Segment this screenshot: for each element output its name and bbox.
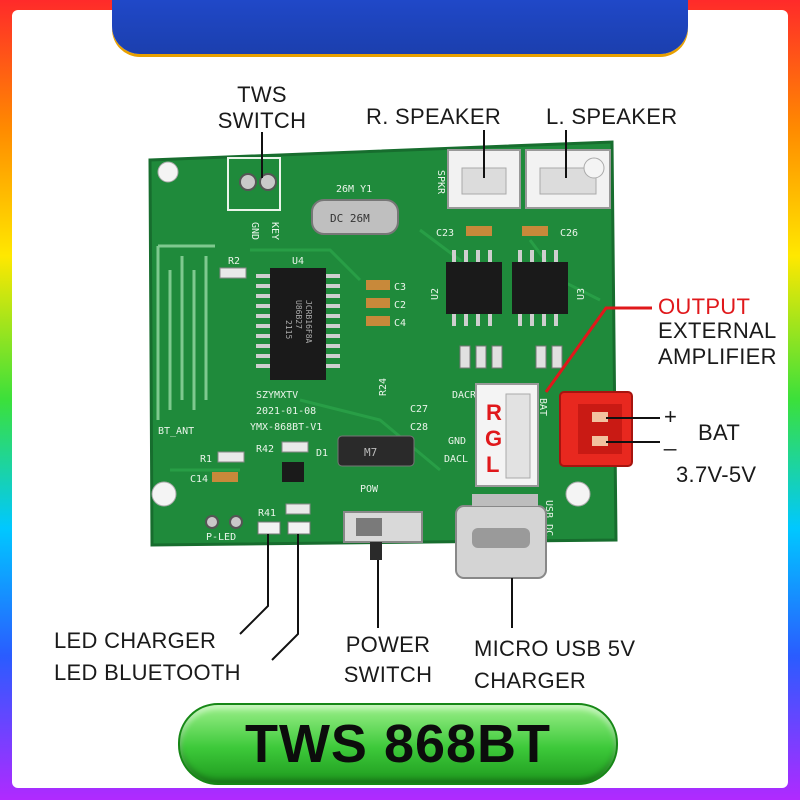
diode bbox=[337, 435, 415, 467]
silk-usb-dc: USB_DC bbox=[543, 500, 554, 536]
label-micro-usb: MICRO USB 5V CHARGER bbox=[474, 636, 635, 694]
silk-key: KEY bbox=[269, 222, 280, 240]
silk-c14: C14 bbox=[190, 474, 208, 485]
silk-c2: C2 bbox=[394, 300, 406, 311]
ic-text-2: U86B27 bbox=[294, 300, 303, 329]
ic-text-1: JCRB16F8A bbox=[304, 300, 313, 344]
led-charger-part bbox=[257, 521, 281, 535]
label-l-speaker: L. SPEAKER bbox=[546, 104, 678, 129]
label-power-line1: POWER bbox=[345, 632, 431, 657]
silk-d1: D1 bbox=[316, 448, 328, 459]
silk-r24: R24 bbox=[378, 378, 389, 396]
silk-r42: R42 bbox=[256, 444, 274, 455]
silk-r41: R41 bbox=[258, 508, 276, 519]
silk-r1: R1 bbox=[200, 454, 212, 465]
rgl-g: G bbox=[485, 426, 502, 451]
amp-chip-u3 bbox=[512, 262, 568, 314]
silk-c28: C28 bbox=[410, 422, 428, 433]
pointer-output bbox=[544, 306, 652, 393]
silk-model: YMX-868BT-V1 bbox=[250, 422, 322, 433]
silk-spkr: SPKR bbox=[435, 170, 446, 195]
silk-dacl: DACL bbox=[444, 454, 468, 465]
label-tws-line2: SWITCH bbox=[217, 108, 307, 133]
tws-pad-gnd bbox=[239, 173, 257, 191]
title-badge: TWS 868BT bbox=[178, 703, 618, 785]
label-tws-switch: TWS SWITCH bbox=[212, 82, 312, 134]
label-usb-line1: MICRO USB 5V bbox=[474, 636, 636, 661]
silk-c23: C23 bbox=[436, 228, 454, 239]
bt-chip bbox=[270, 268, 326, 380]
label-led-bluetooth: LED BLUETOOTH bbox=[54, 660, 241, 685]
silk-gnd-2: GND bbox=[448, 436, 466, 447]
label-usb-line2: CHARGER bbox=[474, 668, 587, 693]
silk-gnd: GND bbox=[249, 222, 260, 240]
ic-text-3: 2115 bbox=[284, 320, 293, 339]
silk-crystal-ref: 26M Y1 bbox=[336, 184, 372, 195]
silk-pled: P-LED bbox=[206, 532, 236, 543]
label-power-line2: SWITCH bbox=[343, 662, 433, 687]
pointer-led-bluetooth bbox=[271, 534, 299, 661]
power-switch-part bbox=[343, 511, 423, 543]
label-tws-line1: TWS bbox=[237, 82, 287, 107]
pointer-led-charger bbox=[239, 534, 269, 635]
silk-u3: U3 bbox=[576, 288, 587, 300]
silk-u2: U2 bbox=[430, 288, 441, 300]
silk-pow: POW bbox=[360, 484, 379, 495]
led-bluetooth-part bbox=[287, 521, 311, 535]
label-amplifier: AMPLIFIER bbox=[658, 344, 777, 369]
amp-chip-u2 bbox=[446, 262, 502, 314]
label-minus: _ bbox=[664, 426, 677, 451]
label-power-switch: POWER SWITCH bbox=[330, 632, 446, 688]
tws-pad-key bbox=[259, 173, 277, 191]
top-banner bbox=[112, 0, 688, 54]
silk-bat: BAT bbox=[537, 398, 548, 416]
silk-dacr: DACR bbox=[452, 390, 477, 401]
product-title: TWS 868BT bbox=[244, 714, 552, 774]
label-led-charger: LED CHARGER bbox=[54, 628, 217, 653]
silk-date: 2021-01-08 bbox=[256, 406, 316, 417]
label-plus: + bbox=[664, 404, 678, 429]
label-output: OUTPUT bbox=[658, 294, 751, 319]
silk-brand: SZYMXTV bbox=[256, 390, 298, 401]
rgl-r: R bbox=[486, 400, 502, 425]
silk-c4: C4 bbox=[394, 318, 406, 329]
silk-u4: U4 bbox=[292, 256, 304, 267]
label-bat-voltage: 3.7V-5V bbox=[676, 462, 757, 487]
silk-r2: R2 bbox=[228, 256, 240, 267]
silk-antenna: BT_ANT bbox=[158, 426, 194, 437]
bt-antenna bbox=[156, 244, 215, 420]
silk-c3: C3 bbox=[394, 282, 406, 293]
crystal bbox=[311, 199, 399, 235]
label-external: EXTERNAL bbox=[658, 318, 777, 343]
silk-c26: C26 bbox=[560, 228, 578, 239]
crystal-text: DC 26M bbox=[330, 212, 370, 225]
label-r-speaker: R. SPEAKER bbox=[366, 104, 502, 129]
label-bat: BAT bbox=[698, 420, 741, 445]
silk-c27: C27 bbox=[410, 404, 428, 415]
diode-text: M7 bbox=[364, 446, 377, 459]
rgl-l: L bbox=[486, 452, 499, 477]
